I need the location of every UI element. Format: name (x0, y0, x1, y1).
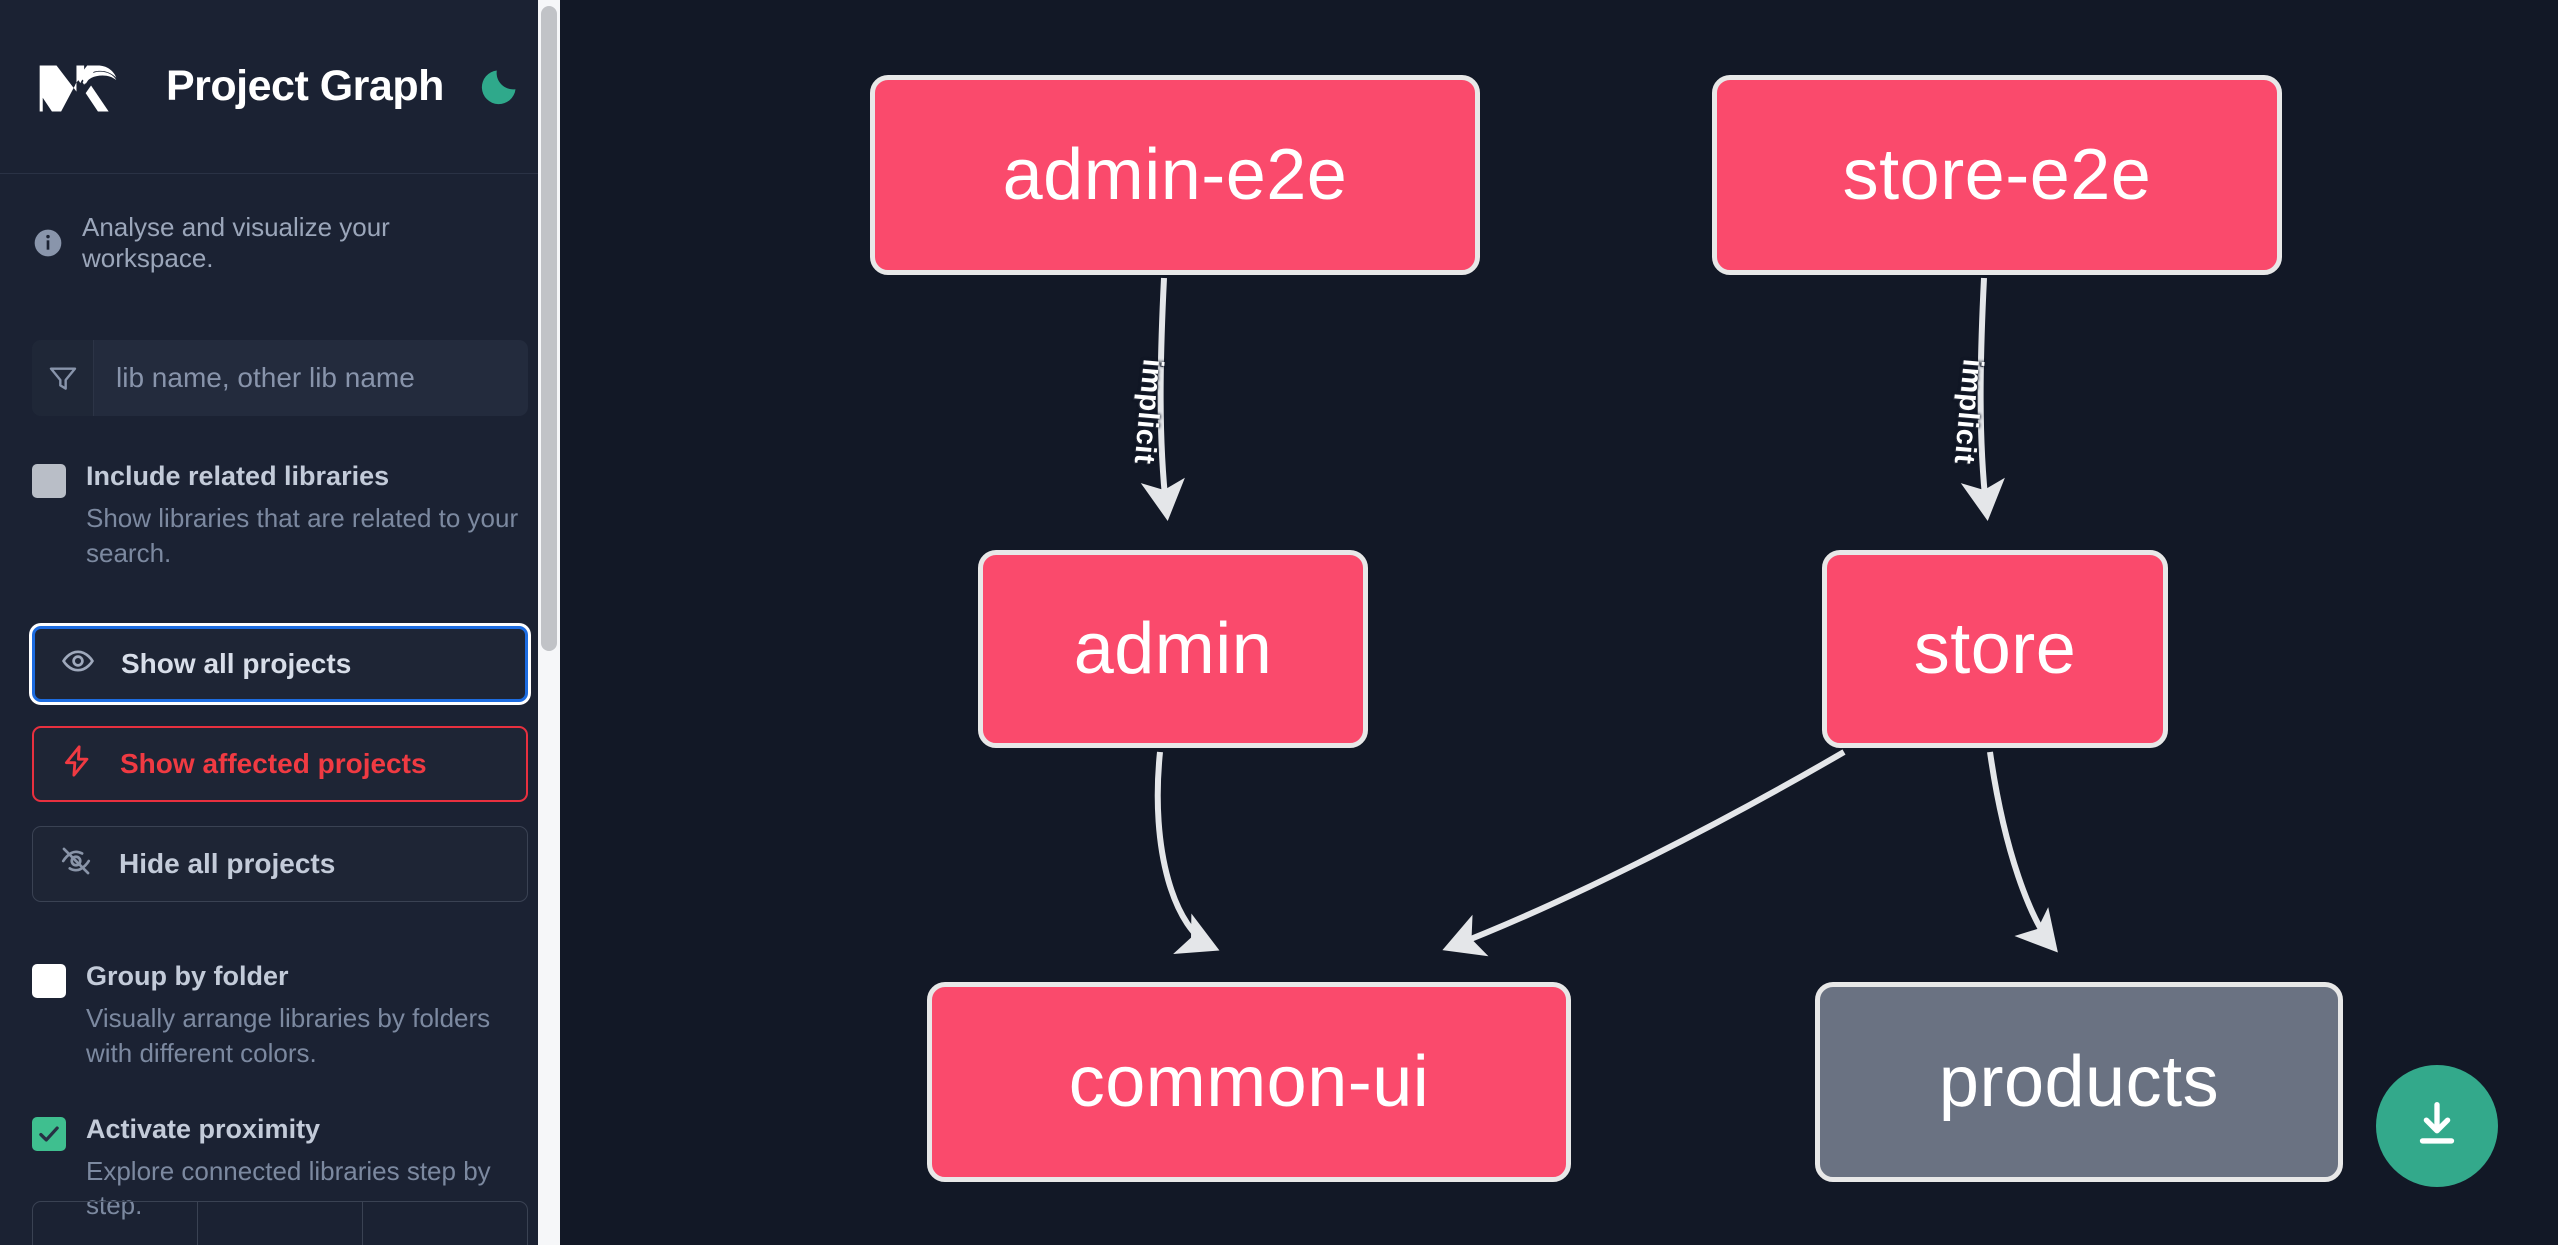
graph-edges (1140, 277, 2058, 957)
graph-node-store-label: store (1913, 609, 2077, 689)
scrollbar-thumb[interactable] (541, 6, 557, 651)
segment-3[interactable] (363, 1202, 527, 1245)
graph-node-products[interactable]: products (1815, 982, 2343, 1182)
lightning-icon (60, 744, 94, 785)
segment-2[interactable] (198, 1202, 363, 1245)
graph-node-store-e2e-label: store-e2e (1842, 135, 2152, 215)
show-affected-projects-label: Show affected projects (120, 748, 427, 780)
checkbox-include-related-libraries-box[interactable] (32, 464, 66, 498)
checkbox-include-related-libraries[interactable]: Include related libraries Show libraries… (32, 460, 528, 570)
project-visibility-buttons: Show all projects Show affected projects (32, 626, 528, 903)
checkbox-group-by-folder[interactable]: Group by folder Visually arrange librari… (32, 960, 528, 1070)
graph-node-store-e2e[interactable]: store-e2e (1712, 75, 2282, 275)
checkbox-group-by-folder-box[interactable] (32, 964, 66, 999)
graph-node-common-ui[interactable]: common-ui (927, 982, 1571, 1182)
nx-logo-icon (32, 56, 124, 118)
edge-admin-common-ui (1154, 751, 1220, 954)
checkbox-activate-proximity-box[interactable] (32, 1116, 66, 1151)
moon-icon[interactable] (476, 64, 522, 110)
graph-node-admin[interactable]: admin (978, 550, 1368, 748)
graph-node-admin-e2e-label: admin-e2e (1002, 135, 1348, 215)
download-graph-button[interactable] (2376, 1065, 2498, 1187)
checkbox-activate-proximity-desc: Explore connected libraries step by step… (86, 1155, 491, 1221)
edge-store-products (1987, 751, 2058, 953)
checkbox-include-related-libraries-desc: Show libraries that are related to your … (86, 502, 519, 568)
eye-icon (61, 644, 95, 685)
eye-off-icon (59, 844, 93, 885)
sidebar-scrollbar[interactable] (538, 0, 560, 1245)
checkbox-include-related-libraries-label: Include related libraries (86, 461, 390, 491)
info-icon (32, 227, 64, 259)
sidebar-header: Project Graph (0, 0, 560, 174)
checkbox-group-by-folder-desc: Visually arrange libraries by folders wi… (86, 1003, 491, 1068)
graph-node-admin-e2e[interactable]: admin-e2e (870, 75, 1480, 275)
edge-store-e2e-store (1960, 277, 2005, 521)
show-all-projects-label: Show all projects (121, 648, 352, 680)
filter-funnel-icon[interactable] (32, 340, 94, 416)
search-input[interactable] (94, 340, 528, 416)
checkbox-activate-proximity[interactable]: Activate proximity Explore connected lib… (32, 1113, 528, 1223)
graph-node-common-ui-label: common-ui (1068, 1042, 1430, 1122)
segment-1[interactable] (33, 1202, 198, 1245)
search-row (32, 340, 528, 416)
show-affected-projects-button[interactable]: Show affected projects (32, 726, 528, 803)
workspace-tagline: Analyse and visualize your workspace. (0, 174, 560, 274)
download-icon (2408, 1095, 2466, 1158)
tagline-text: Analyse and visualize your workspace. (82, 212, 390, 273)
proximity-step-segmented-control[interactable] (32, 1201, 528, 1245)
sidebar: Project Graph Analyse and visualize your… (0, 0, 560, 1245)
edge-admin-e2e-admin (1140, 277, 1185, 521)
page-title: Project Graph (166, 62, 444, 110)
show-all-projects-button[interactable]: Show all projects (32, 626, 528, 703)
checkbox-group-by-folder-label: Group by folder (86, 961, 289, 992)
graph-node-admin-label: admin (1073, 609, 1273, 689)
hide-all-projects-button[interactable]: Hide all projects (32, 826, 528, 903)
checkbox-activate-proximity-label: Activate proximity (86, 1113, 321, 1144)
hide-all-projects-label: Hide all projects (119, 848, 336, 880)
graph-node-products-label: products (1938, 1042, 2220, 1122)
graph-node-store[interactable]: store (1822, 550, 2168, 748)
edge-store-common-ui (1442, 749, 1846, 957)
project-graph-canvas[interactable]: admin-e2e store-e2e admin store common-u… (560, 0, 2558, 1245)
